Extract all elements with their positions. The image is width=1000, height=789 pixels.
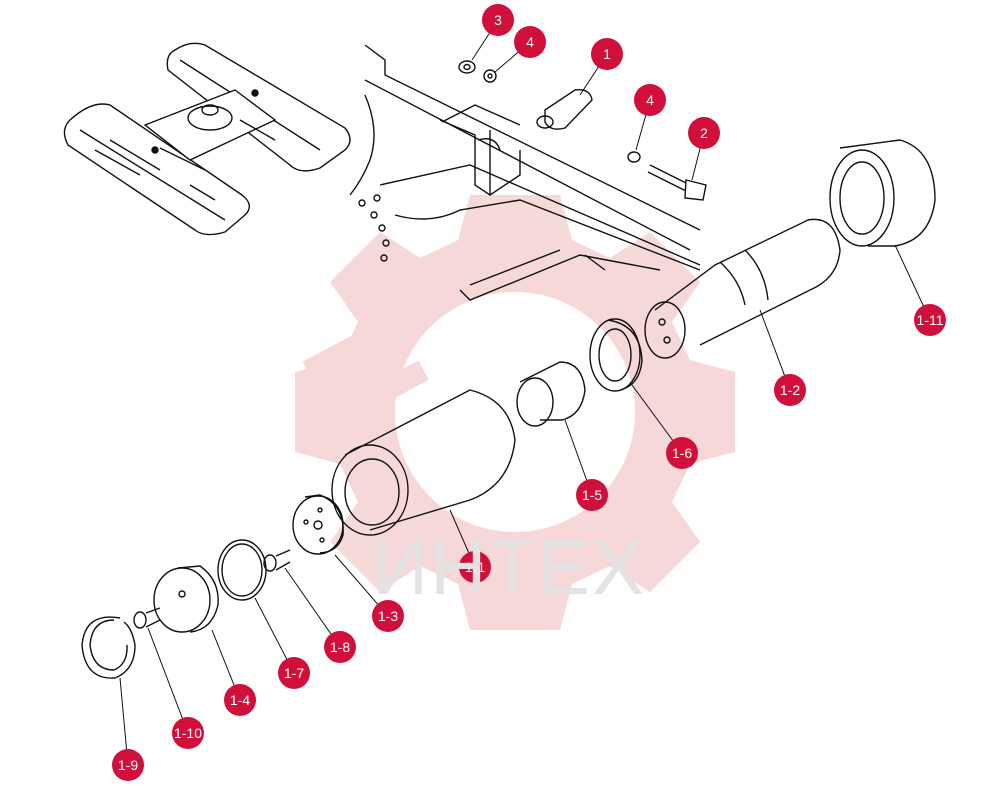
callout-1-7: 1-7 xyxy=(278,657,310,689)
callout-badge xyxy=(914,304,946,336)
screw-1-10 xyxy=(133,607,161,629)
bushing-1-11 xyxy=(829,139,936,247)
callout-label: 1-9 xyxy=(118,757,138,773)
callout-badge xyxy=(372,600,404,632)
seal-1-6 xyxy=(589,318,643,392)
callout-1-5: 1-5 xyxy=(576,479,608,511)
callout-label: 1-3 xyxy=(378,608,398,624)
callout-badge xyxy=(278,657,310,689)
callout-badge xyxy=(688,117,720,149)
callout-badge xyxy=(224,684,256,716)
callout-1-8: 1-8 xyxy=(324,631,356,663)
callout-1-1: 1-1 xyxy=(459,551,491,583)
callout-label: 4 xyxy=(646,92,654,108)
watermark-gear xyxy=(295,195,735,630)
callout-1-3: 1-3 xyxy=(372,600,404,632)
cap-1-4 xyxy=(153,565,219,633)
callout-label: 2 xyxy=(700,125,708,141)
callout-badge xyxy=(172,717,204,749)
callout-label: 4 xyxy=(526,34,534,50)
callout-badge xyxy=(324,631,356,663)
callout-1-11: 1-11 xyxy=(914,304,946,336)
callout-1: 1 xyxy=(591,38,623,70)
undercarriage-thumbnail xyxy=(63,42,351,236)
callout-badge xyxy=(459,551,491,583)
o-ring-1-7 xyxy=(217,539,267,601)
callout-badge xyxy=(591,38,623,70)
hardware-parts xyxy=(458,60,707,201)
callout-label: 1-6 xyxy=(672,445,692,461)
callout-1-10: 1-10 xyxy=(172,717,204,749)
callout-badge xyxy=(666,437,698,469)
callouts: 3 4 1 4 2 1-11 1-2 1-6 1-5 1-1 1-3 1-8 1-7 1-4 1-10 1-9 xyxy=(112,4,946,781)
callout-label: 1 xyxy=(603,46,611,62)
callout-label: 1-7 xyxy=(284,665,304,681)
snap-ring-1-9 xyxy=(81,616,136,679)
callout-label: 1-5 xyxy=(582,487,602,503)
roller-body-1-1 xyxy=(331,389,516,536)
callout-badge xyxy=(112,749,144,781)
callout-label: 1-4 xyxy=(230,692,250,708)
callout-badge xyxy=(774,374,806,406)
callout-label: 3 xyxy=(494,12,502,28)
callout-label: 1-2 xyxy=(780,382,800,398)
bushing-1-5 xyxy=(516,361,586,427)
plug-1-8 xyxy=(263,549,291,572)
callout-2: 2 xyxy=(688,117,720,149)
callout-badge xyxy=(514,26,546,58)
frame-structure xyxy=(349,44,701,301)
cover-1-3 xyxy=(292,494,344,555)
callout-1-9: 1-9 xyxy=(112,749,144,781)
callout-badge xyxy=(576,479,608,511)
callout-label: 1-1 xyxy=(465,559,485,575)
callout-label: 1-8 xyxy=(330,639,350,655)
line-art xyxy=(63,42,936,679)
callout-1-6: 1-6 xyxy=(666,437,698,469)
callout-badge xyxy=(634,84,666,116)
callout-1-2: 1-2 xyxy=(774,374,806,406)
callout-1-4: 1-4 xyxy=(224,684,256,716)
shaft-1-2 xyxy=(644,218,841,359)
callout-4b: 4 xyxy=(634,84,666,116)
callout-label: 1-11 xyxy=(917,312,944,328)
callout-badge xyxy=(482,4,514,36)
callout-4a: 4 xyxy=(514,26,546,58)
callout-3: 3 xyxy=(482,4,514,36)
callout-label: 1-10 xyxy=(174,725,202,741)
